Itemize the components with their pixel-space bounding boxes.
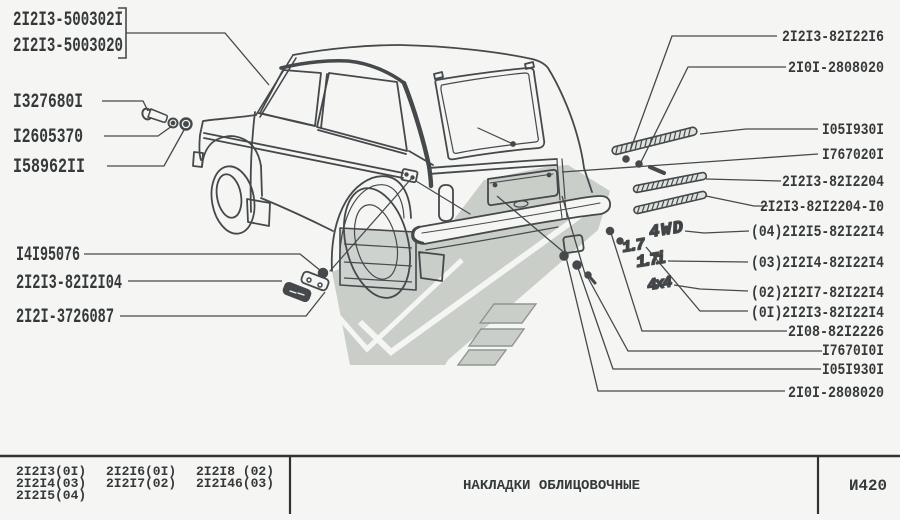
svg-text:2I2I6(0I): 2I2I6(0I) <box>106 464 176 479</box>
svg-text:2I2I46(03): 2I2I46(03) <box>196 476 274 491</box>
svg-text:2I2I3-82I22I6: 2I2I3-82I22I6 <box>782 28 884 46</box>
svg-text:I7670I0I: I7670I0I <box>822 342 884 360</box>
svg-text:(03)2I2I4-82I22I4: (03)2I2I4-82I22I4 <box>751 254 884 272</box>
svg-text:(02)2I2I7-82I22I4: (02)2I2I7-82I22I4 <box>751 284 884 302</box>
svg-text:2I2I3-500302I: 2I2I3-500302I <box>13 9 123 32</box>
svg-text:2I2I8 (02): 2I2I8 (02) <box>196 464 274 479</box>
svg-text:2I2I5(04): 2I2I5(04) <box>16 488 86 503</box>
svg-text:2I2I3-82I2204-I0: 2I2I3-82I2204-I0 <box>760 198 884 216</box>
svg-text:2I2I4(03): 2I2I4(03) <box>16 476 86 491</box>
svg-text:I2605370: I2605370 <box>13 126 83 149</box>
svg-text:I327680I: I327680I <box>13 91 83 114</box>
svg-text:2I2I-3726087: 2I2I-3726087 <box>16 306 114 329</box>
svg-text:I05I930I: I05I930I <box>822 361 884 379</box>
svg-text:2I08-82I2226: 2I08-82I2226 <box>788 323 884 341</box>
svg-text:2I0I-2808020: 2I0I-2808020 <box>788 384 884 402</box>
svg-text:2I2I7(02): 2I2I7(02) <box>106 476 176 491</box>
svg-text:2I2I3(0I): 2I2I3(0I) <box>16 464 86 479</box>
svg-text:I05I930I: I05I930I <box>822 121 884 139</box>
svg-text:I767020I: I767020I <box>822 146 884 164</box>
svg-text:4x4: 4x4 <box>646 273 674 295</box>
svg-text:2I2I3-82I2I04: 2I2I3-82I2I04 <box>16 272 122 295</box>
svg-text:1.7: 1.7 <box>621 236 647 257</box>
svg-text:(0I)2I2I3-82I22I4: (0I)2I2I3-82I22I4 <box>751 304 884 322</box>
svg-text:2I2I3-5003020: 2I2I3-5003020 <box>13 35 123 58</box>
svg-text:(04)2I2I5-82I22I4: (04)2I2I5-82I22I4 <box>751 223 884 241</box>
svg-text:И420: И420 <box>849 477 887 495</box>
svg-text:НАКЛАДКИ ОБЛИЦОВОЧНЫЕ: НАКЛАДКИ ОБЛИЦОВОЧНЫЕ <box>463 478 640 494</box>
svg-text:I58962II: I58962II <box>13 156 85 179</box>
svg-text:2I2I3-82I2204: 2I2I3-82I2204 <box>782 173 884 191</box>
svg-text:2I0I-2808020: 2I0I-2808020 <box>788 59 884 77</box>
svg-text:I4I95076: I4I95076 <box>16 244 80 267</box>
